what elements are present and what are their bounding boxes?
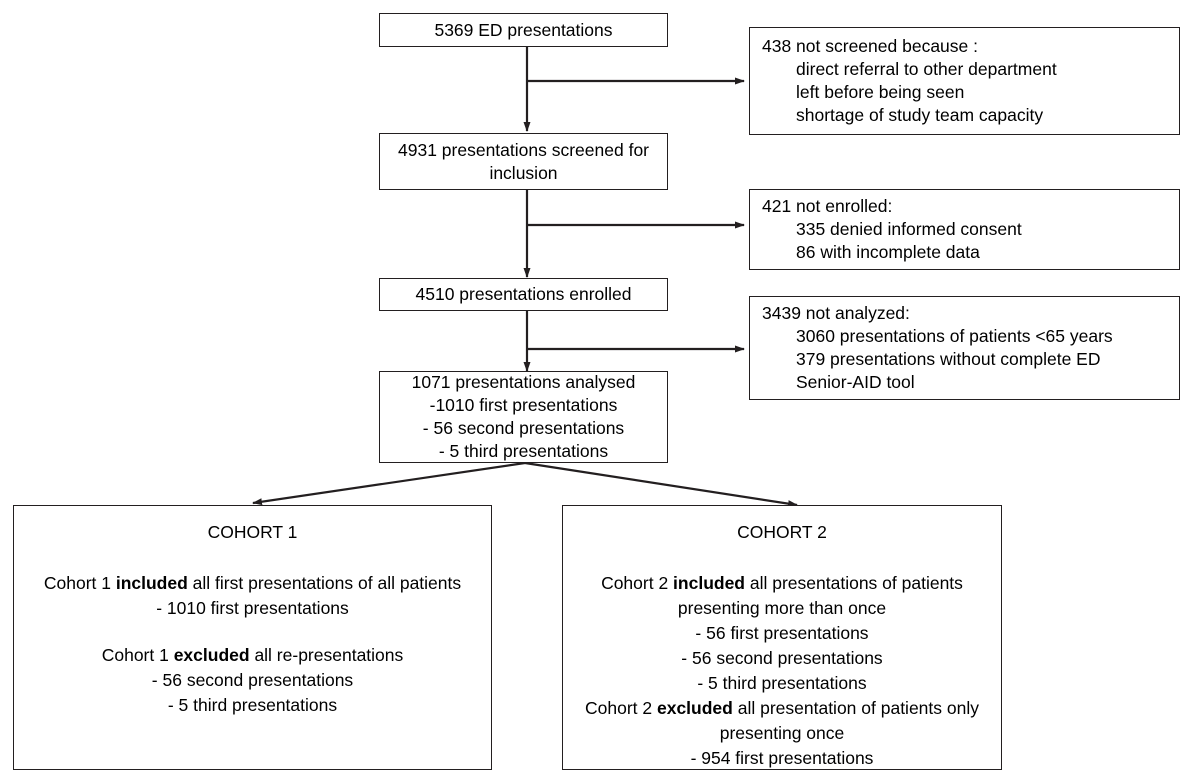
cohort-2-excluded-line-2: presenting once [719, 723, 845, 743]
edge-analysed-to-cohort1 [252, 461, 526, 506]
analysed-line-1: 1071 presentations analysed [411, 372, 636, 392]
cohort-2-excluded-post: all presentation of patients only [732, 698, 979, 718]
cohort-2-excluded-keyword: excluded [656, 698, 733, 718]
node-not-screened: 438 not screened because : direct referr… [749, 27, 1180, 135]
cohort-2-included-item-2: - 56 second presentations [681, 648, 883, 668]
node-cohort-1: COHORT 1 Cohort 1 included all first pre… [13, 505, 492, 770]
cohort-2-title: COHORT 2 [737, 522, 827, 542]
not-analyzed-line-2: 3060 presentations of patients <65 years [796, 326, 1113, 346]
screened-line-2: inclusion [489, 162, 558, 183]
cohort-2-included-item-3: - 5 third presentations [697, 673, 867, 693]
node-analysed: 1071 presentations analysed -1010 first … [379, 371, 668, 463]
node-screened-for-inclusion: 4931 presentations screened for inclusio… [379, 133, 668, 190]
cohort-2-excluded-item-1: - 954 first presentations [690, 748, 874, 768]
cohort-1-excluded-post: all re-presentations [249, 645, 404, 665]
cohort-2-excluded-statement: Cohort 2 excluded all presentation of pa… [563, 696, 1001, 721]
cohort-2-included-pre: Cohort 2 [601, 573, 674, 593]
analysed-line-3: - 56 second presentations [422, 418, 625, 438]
cohort-1-excluded-statement: Cohort 1 excluded all re-presentations [14, 643, 491, 668]
node-total-presentations: 5369 ED presentations [379, 13, 668, 47]
cohort-2-included-keyword: included [673, 573, 745, 593]
cohort-1-excluded-item-2: - 5 third presentations [167, 695, 338, 715]
node-not-analyzed: 3439 not analyzed: 3060 presentations of… [749, 296, 1180, 400]
node-cohort-2: COHORT 2 Cohort 2 included all presentat… [562, 505, 1002, 770]
not-screened-line-3: left before being seen [796, 82, 965, 102]
cohort-1-included-statement: Cohort 1 included all first presentation… [14, 571, 491, 596]
edge-analysed-to-cohort2 [524, 461, 798, 508]
cohort-1-included-keyword: included [115, 573, 188, 593]
not-analyzed-line-3: 379 presentations without complete ED [796, 349, 1101, 369]
cohort-1-title: COHORT 1 [207, 522, 298, 542]
enrolled-line-1: 4510 presentations enrolled [415, 284, 632, 304]
cohort-2-included-statement: Cohort 2 included all presentations of p… [563, 571, 1001, 596]
total-presentations-line-1: 5369 ED presentations [434, 19, 613, 40]
cohort-2-included-item-1: - 56 first presentations [695, 623, 869, 643]
not-screened-line-1: 438 not screened because : [762, 36, 978, 56]
not-analyzed-line-4: Senior-AID tool [796, 372, 915, 392]
screened-line-1: 4931 presentations screened for [398, 139, 649, 160]
cohort-2-included-line-2: presenting more than once [677, 598, 887, 618]
cohort-2-included-post: all presentations of patients [745, 573, 963, 593]
node-enrolled: 4510 presentations enrolled [379, 278, 668, 311]
cohort-1-excluded-item-1: - 56 second presentations [151, 670, 354, 690]
cohort-1-included-item-1: - 1010 first presentations [156, 598, 349, 618]
cohort-1-included-pre: Cohort 1 [43, 573, 116, 593]
not-enrolled-line-2: 335 denied informed consent [796, 219, 1022, 239]
cohort-1-spacer [14, 621, 491, 643]
not-screened-line-2: direct referral to other department [796, 59, 1057, 79]
node-not-enrolled: 421 not enrolled: 335 denied informed co… [749, 189, 1180, 270]
not-screened-line-4: shortage of study team capacity [796, 105, 1044, 125]
analysed-line-4: - 5 third presentations [438, 441, 609, 461]
cohort-2-excluded-pre: Cohort 2 [585, 698, 657, 718]
cohort-1-included-post: all first presentations of all patients [187, 573, 462, 593]
analysed-line-2: -1010 first presentations [429, 395, 618, 415]
cohort-1-excluded-keyword: excluded [173, 645, 250, 665]
not-enrolled-line-1: 421 not enrolled: [762, 196, 893, 216]
not-analyzed-line-1: 3439 not analyzed: [762, 303, 910, 323]
not-enrolled-line-3: 86 with incomplete data [796, 242, 980, 262]
cohort-1-excluded-pre: Cohort 1 [101, 645, 174, 665]
